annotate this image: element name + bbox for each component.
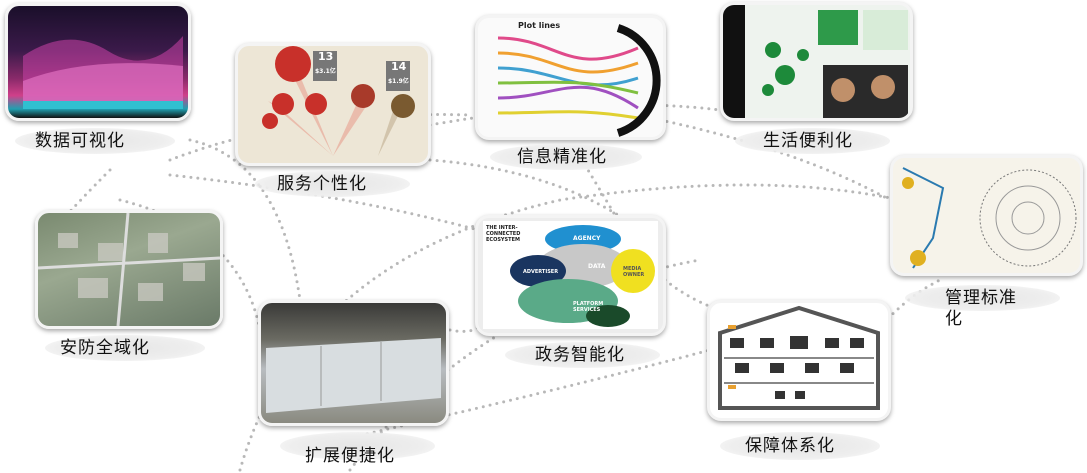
node-label-government-intelligence: 政务智能化 bbox=[535, 345, 625, 365]
node-label-information-precision: 信息精准化 bbox=[517, 147, 607, 167]
video-wall-graphic bbox=[266, 338, 441, 413]
city-aerial-graphic bbox=[38, 213, 220, 326]
area-chart-graphic bbox=[23, 36, 183, 109]
node-label-service-personalization: 服务个性化 bbox=[277, 174, 367, 194]
label-bg bbox=[255, 171, 410, 197]
image-text: PLATFORM SERVICES bbox=[573, 301, 604, 313]
image-text: 14 bbox=[391, 60, 407, 73]
node-label-extension-convenience: 扩展便捷化 bbox=[305, 446, 395, 466]
support-system-image[interactable] bbox=[707, 300, 891, 421]
label-bg bbox=[735, 128, 890, 154]
node-label-life-convenience: 生活便利化 bbox=[763, 131, 853, 151]
image-text: $1.9亿 bbox=[388, 78, 409, 85]
label-bg bbox=[505, 342, 660, 368]
house-devices-graphic bbox=[718, 305, 880, 410]
image-text: ADVERTISER bbox=[523, 269, 559, 275]
image-text: DATA bbox=[588, 263, 606, 270]
node-label-support-system: 保障体系化 bbox=[745, 436, 835, 456]
extension-convenience-image[interactable] bbox=[258, 300, 449, 426]
service-personalization-image[interactable]: 13 $3.1亿 14 $1.9亿 bbox=[235, 43, 431, 166]
life-convenience-image[interactable] bbox=[720, 2, 913, 121]
image-text: $3.1亿 bbox=[315, 68, 336, 75]
image-text: MEDIA OWNER bbox=[623, 266, 645, 278]
label-bg bbox=[720, 432, 880, 460]
node-label-management-standardization: 管理标准化 bbox=[945, 288, 1017, 329]
node-label-security-coverage: 安防全域化 bbox=[60, 338, 150, 358]
government-intelligence-image[interactable]: THE INTER-CONNECTED ECOSYSTEM AGENCY DAT… bbox=[475, 215, 666, 336]
book-page: THE INTER-CONNECTED ECOSYSTEM AGENCY DAT… bbox=[483, 221, 658, 329]
image-text: Plot lines bbox=[518, 21, 561, 30]
label-bg bbox=[490, 144, 642, 170]
map-graphic bbox=[723, 5, 908, 118]
label-bg bbox=[280, 432, 435, 460]
hexagon-network-graphic bbox=[510, 225, 655, 327]
information-precision-image[interactable]: Plot lines bbox=[475, 15, 666, 140]
process-diagram-graphic bbox=[902, 167, 1077, 269]
image-text: 13 bbox=[318, 50, 334, 63]
label-bg bbox=[45, 335, 205, 361]
node-label-data-visualization: 数据可视化 bbox=[35, 131, 125, 151]
plot-lines-graphic bbox=[497, 24, 661, 137]
security-coverage-image[interactable] bbox=[35, 210, 223, 329]
image-text: AGENCY bbox=[573, 235, 601, 242]
label-bg bbox=[905, 285, 1060, 311]
label-bg bbox=[15, 128, 175, 154]
management-standardization-image[interactable] bbox=[890, 155, 1083, 276]
bubble-chart-graphic bbox=[262, 46, 415, 156]
image-text: THE INTER-CONNECTED ECOSYSTEM bbox=[486, 225, 521, 243]
data-visualization-image[interactable] bbox=[5, 3, 191, 121]
